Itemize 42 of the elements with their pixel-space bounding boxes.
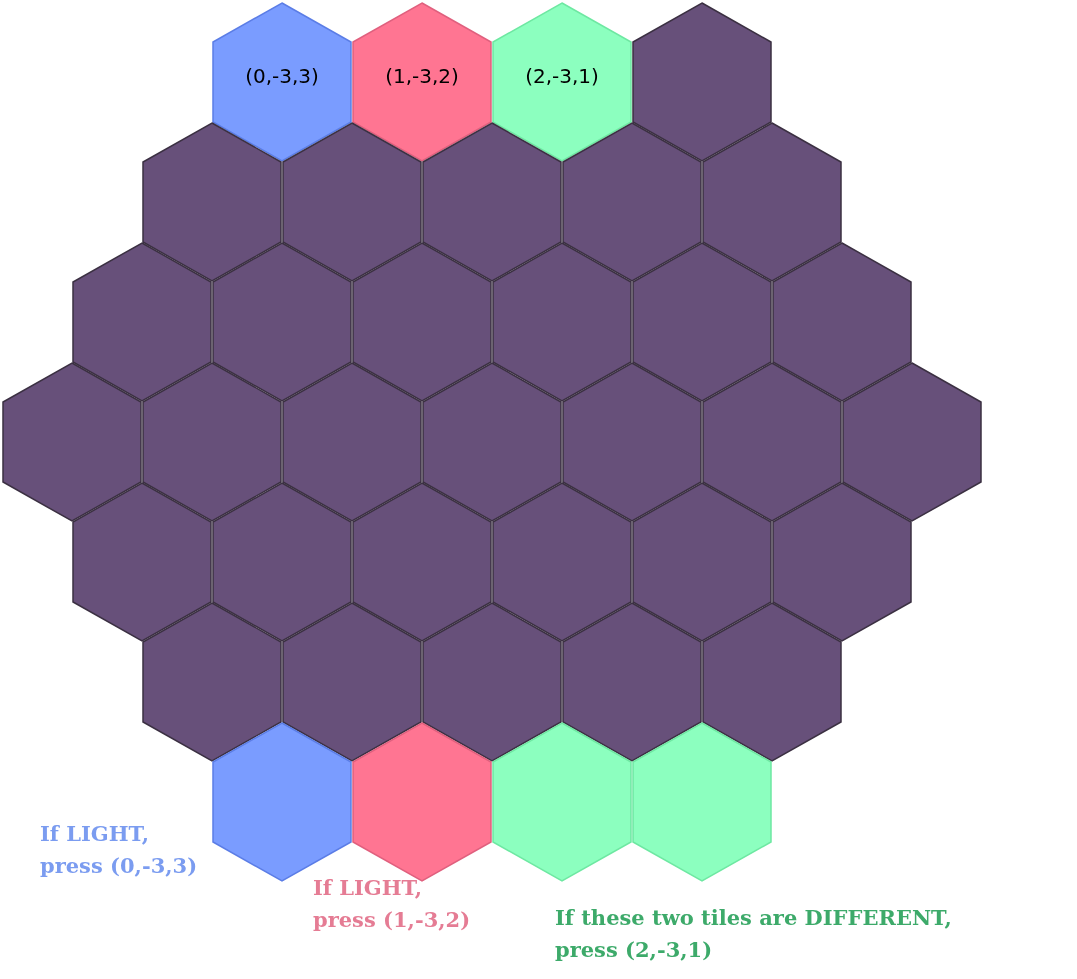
hex-tile (562, 602, 702, 762)
hex-tile (212, 482, 352, 642)
hex-tile (492, 722, 632, 882)
hex-tile (492, 242, 632, 402)
hex-tile (842, 362, 982, 522)
hex-tile (562, 362, 702, 522)
hex-tile (632, 242, 772, 402)
instruction-note: If these two tiles are DIFFERENT, press (2,-3,1) (555, 904, 953, 964)
coordinate-label: (2,-3,1) (524, 64, 600, 88)
hex-tile (72, 482, 212, 642)
hex-tile (142, 362, 282, 522)
hex-tile (632, 482, 772, 642)
coordinate-label: (1,-3,2) (384, 64, 460, 88)
hex-tile (772, 242, 912, 402)
hex-tile (422, 122, 562, 282)
hex-tile (352, 722, 492, 882)
hex-tile (282, 122, 422, 282)
instruction-note: If LIGHT, press (0,-3,3) (40, 820, 199, 880)
hex-tile (702, 122, 842, 282)
hex-tile (142, 602, 282, 762)
hex-tile (422, 362, 562, 522)
instruction-note: If LIGHT, press (1,-3,2) (313, 874, 472, 934)
hex-tile (352, 482, 492, 642)
hex-tile (212, 2, 352, 162)
hex-tile (282, 362, 422, 522)
hex-tile (492, 482, 632, 642)
hex-tile (142, 122, 282, 282)
hex-tile (422, 602, 562, 762)
hex-tile (632, 2, 772, 162)
hex-tile (702, 602, 842, 762)
hex-tile (632, 722, 772, 882)
hex-tile (212, 242, 352, 402)
hex-tile (352, 242, 492, 402)
hex-tile (492, 2, 632, 162)
hex-tile (562, 122, 702, 282)
hex-tile (352, 2, 492, 162)
hex-tile (282, 602, 422, 762)
hex-tile (72, 242, 212, 402)
hex-tile (702, 362, 842, 522)
hex-tile (772, 482, 912, 642)
coordinate-label: (0,-3,3) (244, 64, 320, 88)
hex-tile (2, 362, 142, 522)
